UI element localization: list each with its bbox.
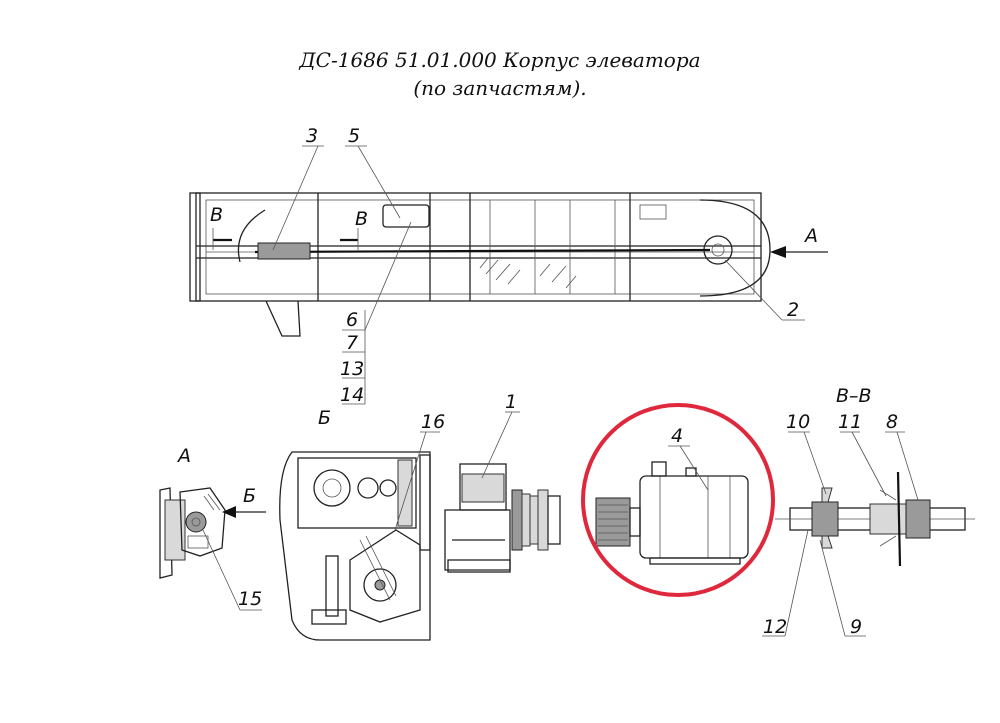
callout-7-label: 7: [346, 332, 358, 354]
section-mark-right: В: [355, 208, 368, 230]
callout-12-label: 12: [763, 616, 787, 638]
callout-15-label: 15: [238, 588, 262, 610]
callout-13-label: 13: [340, 358, 364, 380]
section-bb-drawing: [775, 471, 975, 567]
callout-2: 2: [724, 259, 805, 321]
view-b-title: Б: [318, 407, 331, 429]
view-b-drawing: [279, 451, 431, 641]
view-arrow-b-label: Б: [243, 485, 256, 507]
callout-8: 8: [885, 411, 919, 501]
callout-11-label: 11: [838, 411, 862, 433]
callout-1: 1: [481, 391, 520, 479]
section-bb-title: В–В: [836, 385, 872, 407]
callout-stack-6-7-13-14: 6 7 13 14: [340, 221, 412, 406]
callout-12: 12: [762, 529, 809, 638]
highlight-circle: [581, 403, 775, 597]
drawing-subtitle: (по запчастям).: [413, 76, 587, 100]
callout-4-label: 4: [671, 425, 683, 447]
elevator-body: [189, 192, 771, 337]
callout-14-label: 14: [340, 384, 364, 406]
callout-11: 11: [838, 411, 887, 497]
view-arrow-a-label: А: [803, 225, 818, 247]
callout-6-label: 6: [346, 309, 358, 331]
callout-10: 10: [786, 411, 827, 495]
callout-5: 5: [345, 125, 401, 219]
callout-10-label: 10: [786, 411, 810, 433]
callout-4: 4: [668, 425, 709, 491]
view-arrow-a: А: [770, 225, 828, 258]
callout-16: 16: [394, 411, 445, 531]
section-mark-left: В: [210, 204, 223, 226]
callout-2-label: 2: [787, 299, 799, 321]
callout-9-label: 9: [850, 616, 862, 638]
drawing-title: ДС-1686 51.01.000 Корпус элеватора: [299, 48, 701, 72]
view-arrow-b: Б: [222, 485, 266, 518]
callout-3: 3: [272, 125, 324, 251]
view-a-drawing: [159, 487, 226, 579]
callout-9: 9: [819, 539, 866, 638]
callout-16-label: 16: [421, 411, 445, 433]
view-a-title: А: [176, 445, 191, 467]
callout-3-label: 3: [306, 125, 318, 147]
part-1-reducer: [444, 463, 561, 573]
callout-5-label: 5: [348, 125, 360, 147]
callout-1-label: 1: [505, 391, 517, 413]
part-4-electric-motor: [595, 461, 749, 565]
callout-15: 15: [202, 529, 262, 611]
callout-8-label: 8: [886, 411, 898, 433]
